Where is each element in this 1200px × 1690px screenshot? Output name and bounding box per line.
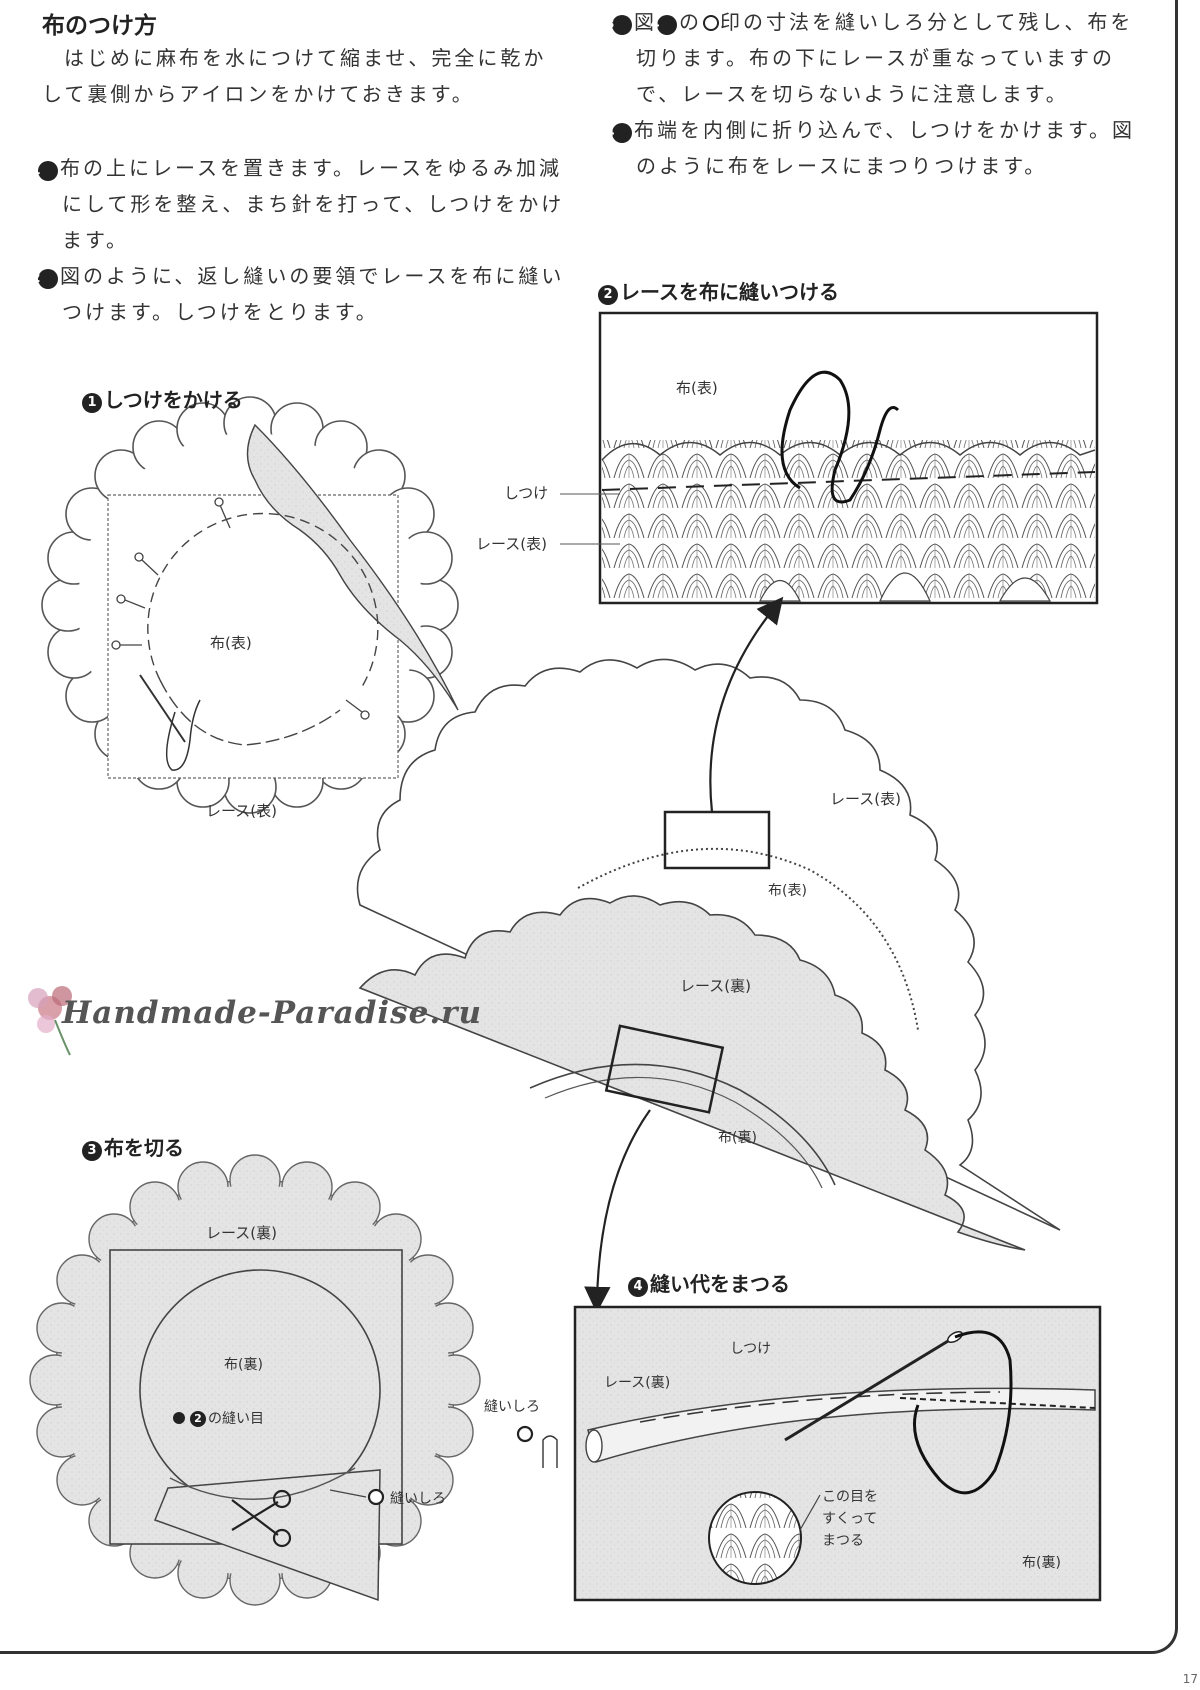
center-label-lace-back: レース(裏) [680, 977, 751, 995]
page-frame [0, 0, 1178, 1654]
fig4-label-fabric-back: 布(裏) [1022, 1555, 1061, 1571]
intro-text: はじめに麻布を水につけて縮ませ、完全に乾かして裏側からアイロンをかけておきます。 [42, 46, 547, 106]
fig1-baste-circle [147, 512, 379, 746]
fig3-allowance-label: 縫いしろ [390, 1491, 446, 1507]
fig4-label-baste: しつけ [730, 1341, 772, 1357]
center-lace-back [358, 895, 1026, 1251]
fig1-label-fabric: 布(表) [210, 634, 252, 652]
fig3-allowance-ring [367, 1488, 385, 1506]
center-label-fabric-back: 布(裏) [718, 1130, 757, 1146]
ring-mark-icon [703, 15, 719, 31]
allowance-key-label: 縫いしろ [484, 1399, 540, 1415]
figure-1-diagram [41, 396, 459, 814]
fig2-label-fabric: 布(表) [676, 379, 718, 397]
fig3-cut-piece [154, 1469, 381, 1602]
figure-3-diagram [29, 1154, 558, 1606]
fig4-magnifier [708, 1491, 802, 1585]
center-label-lace-front: レース(表) [830, 790, 901, 808]
needle-icon [139, 674, 186, 743]
center-diagram [356, 596, 1061, 1314]
center-box-lower [604, 1024, 725, 1114]
fig3-label-lace-back: レース(裏) [206, 1224, 277, 1242]
fig1-thread [166, 699, 201, 771]
fig2-thread [780, 370, 900, 504]
figure-4-diagram [573, 1305, 1102, 1602]
allowance-key-ring [516, 1425, 534, 1443]
fig1-fabric-square [107, 494, 399, 779]
fig3-label-fabric-back: 布(裏) [224, 1357, 263, 1373]
watermark-text: Handmade-Paradise.ru [62, 995, 483, 1031]
arrow-to-fig4 [584, 1109, 651, 1314]
fig4-baste [639, 1391, 1001, 1423]
fig4-thread [913, 1330, 1013, 1495]
center-dotted-circle [577, 847, 919, 1031]
needle-icon-2 [784, 1333, 959, 1442]
figure-2-diagram [560, 311, 1099, 605]
fig4-frame [573, 1305, 1102, 1602]
watermark-flower-icon [28, 986, 72, 1056]
fig4-fold-band [587, 1387, 1096, 1463]
fig4-note-1: この目を [822, 1489, 878, 1505]
center-box-upper [663, 810, 771, 870]
fig2-crochet-band [602, 440, 1095, 601]
fig2-scallop-holes [759, 572, 1052, 602]
page-title: 布のつけ方 [42, 13, 157, 39]
scissors-icon [231, 1489, 292, 1548]
fig4-label-lace-back: レース(裏) [604, 1375, 671, 1391]
page-number: 17 [1182, 1672, 1198, 1686]
center-fabric-arc [529, 1063, 836, 1186]
allowance-key-mark [542, 1435, 558, 1468]
fig4-note-3: まつる [822, 1533, 864, 1549]
pin-icons [111, 497, 370, 720]
center-label-fabric-front: 布(表) [768, 883, 807, 899]
fig4-note-2: すくって [822, 1511, 878, 1527]
fig1-folded-corner [246, 423, 459, 711]
fig2-label-baste: しつけ [504, 484, 549, 502]
fig3-seam-dot [173, 1412, 185, 1424]
arrow-to-fig2 [709, 596, 784, 813]
fig2-label-lace: レース(表) [476, 535, 547, 553]
fig1-label-lace: レース(表) [206, 802, 277, 820]
